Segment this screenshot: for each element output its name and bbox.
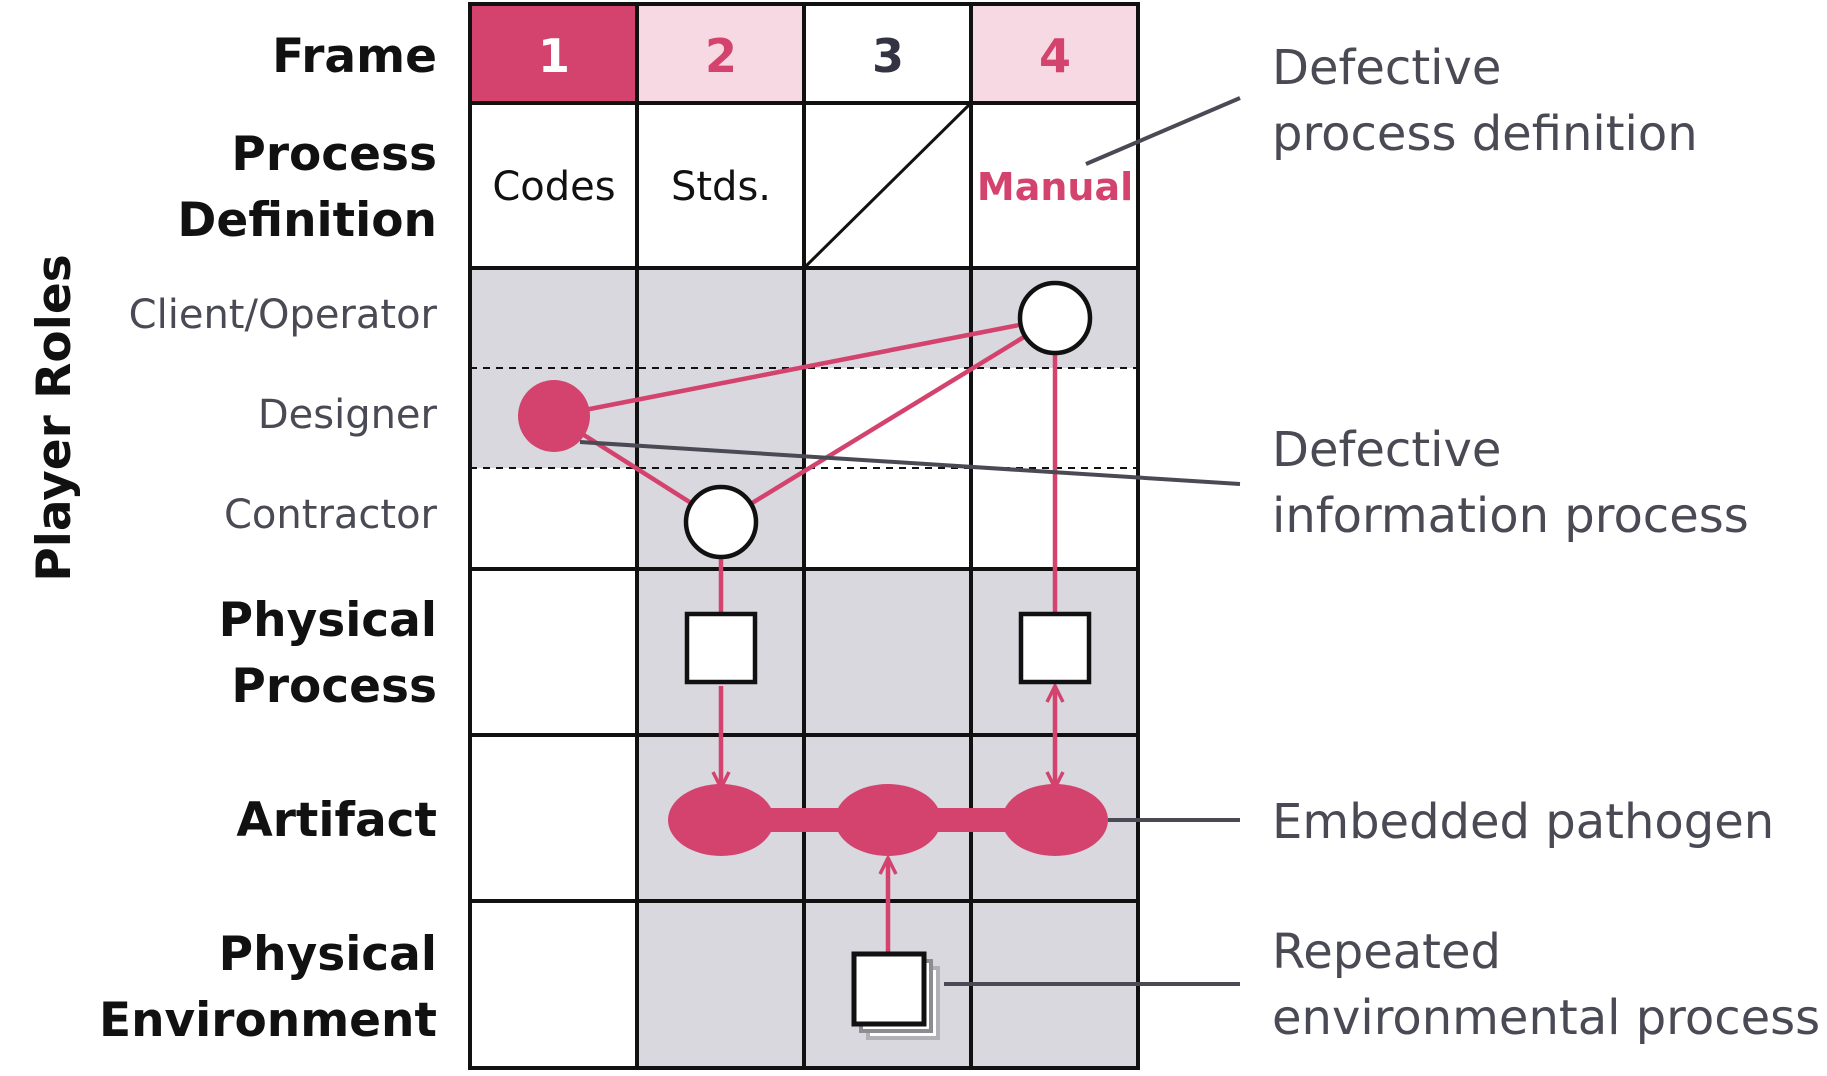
grid-lines — [468, 2, 1140, 1070]
designer-to-client-line — [553, 315, 1056, 419]
circle-node-icon — [683, 484, 759, 560]
frame-2-fill — [637, 4, 804, 103]
contractor-to-client-line — [719, 316, 1057, 524]
annotation-defective-process-definition-line2: process definition — [1272, 106, 1698, 162]
annotation-embedded-pathogen: Embedded pathogen — [1272, 794, 1774, 850]
frame-number-1: 1 — [538, 29, 570, 83]
physical-environment-label-line1: Physical — [219, 927, 437, 982]
annotation-defective-information-process-line2: information process — [1272, 488, 1749, 544]
square-node-icon — [1018, 611, 1092, 685]
process-definition-label-line2: Definition — [177, 193, 437, 248]
player-roles-label: Player Roles — [27, 254, 82, 581]
artifact-chain — [668, 784, 1108, 856]
frame-1-fill — [470, 4, 637, 103]
frame-3-fill — [804, 4, 971, 103]
annotation-defective-process-definition-line1: Defective — [1272, 40, 1501, 96]
empty-cell-diagonal — [802, 101, 973, 270]
frame-number-3: 3 — [872, 29, 904, 83]
artifact-node-frame-4 — [1002, 784, 1108, 856]
annotation-repeated-environmental-process-line2: environmental process — [1272, 990, 1820, 1046]
role-label-designer: Designer — [258, 392, 438, 438]
frame-row-label: Frame — [272, 29, 437, 84]
artifact-node-frame-3 — [835, 784, 941, 856]
frame-number-2: 2 — [705, 29, 737, 83]
stacked-square-node-icon — [851, 951, 940, 1040]
leader-lines — [579, 96, 1241, 986]
annotation-repeated-environmental-process-line1: Repeated — [1272, 924, 1501, 980]
leader-defective-process-definition — [1085, 96, 1241, 166]
filled-circle-node-icon — [518, 380, 590, 452]
stacked-square-front — [851, 951, 927, 1027]
circle-node-icon — [1017, 280, 1093, 356]
process-def-codes: Codes — [492, 164, 615, 210]
square-node-icon — [684, 611, 758, 685]
process-definition-label-line1: Process — [231, 127, 437, 182]
artifact-label: Artifact — [236, 793, 437, 848]
physical-environment-label-line2: Environment — [99, 993, 437, 1048]
physical-process-label-line1: Physical — [219, 593, 437, 648]
leader-defective-information-process — [579, 440, 1241, 486]
role-label-contractor: Contractor — [224, 492, 438, 538]
role-label-client: Client/Operator — [129, 292, 438, 338]
annotation-defective-information-process-line1: Defective — [1272, 422, 1501, 478]
process-def-stds: Stds. — [671, 164, 771, 210]
frame-4-fill — [971, 4, 1138, 103]
artifact-node-frame-2 — [668, 784, 774, 856]
process-def-manual: Manual — [977, 165, 1133, 209]
frame-number-4: 4 — [1039, 29, 1071, 83]
physical-process-label-line2: Process — [231, 659, 437, 714]
